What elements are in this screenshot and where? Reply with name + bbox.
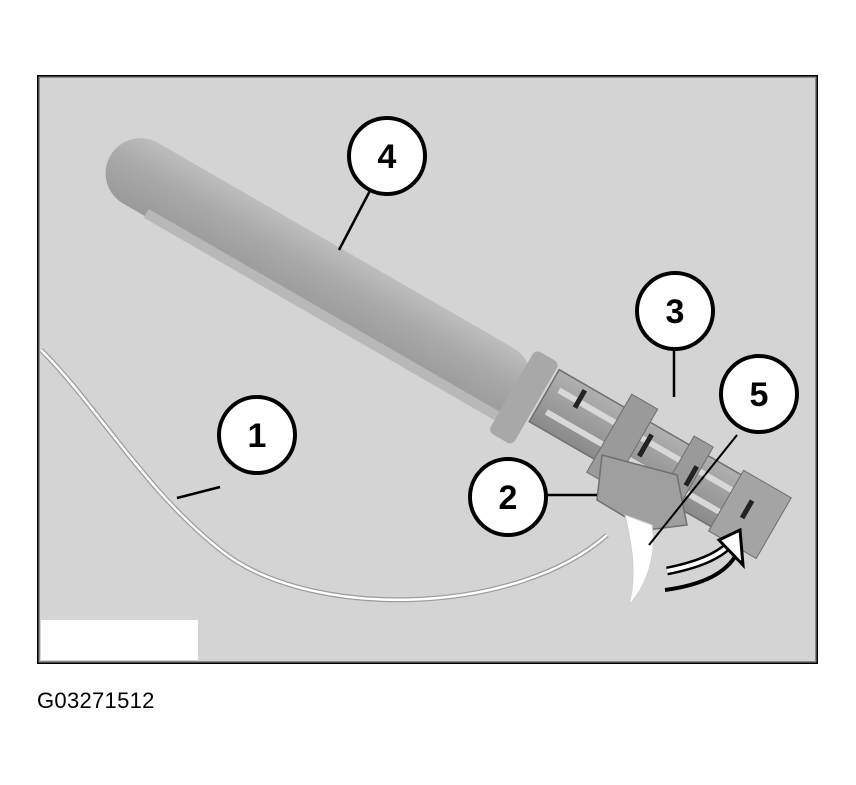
label-box [41, 620, 198, 660]
release-tab [624, 514, 654, 606]
svg-text:2: 2 [499, 479, 518, 517]
svg-text:5: 5 [750, 376, 769, 414]
callout-2: 2 [468, 457, 548, 537]
callout-1: 1 [217, 395, 297, 475]
figure-id-caption: G03271512 [37, 688, 155, 713]
handle-tool [105, 138, 558, 444]
leader-line-1 [176, 485, 221, 500]
technical-illustration: 1 2 3 4 5 [37, 75, 818, 664]
curved-arrow-icon [664, 527, 745, 592]
part-2-block [596, 454, 688, 531]
illustration-canvas: 1 2 3 4 5 [37, 75, 818, 664]
leader-line-5 [648, 434, 738, 546]
callout-5: 5 [719, 354, 799, 434]
callout-4: 4 [347, 116, 427, 196]
svg-text:4: 4 [378, 138, 397, 176]
svg-text:3: 3 [666, 293, 685, 331]
leader-line-4 [337, 182, 376, 251]
svg-text:1: 1 [248, 417, 267, 455]
callout-3: 3 [635, 271, 715, 351]
